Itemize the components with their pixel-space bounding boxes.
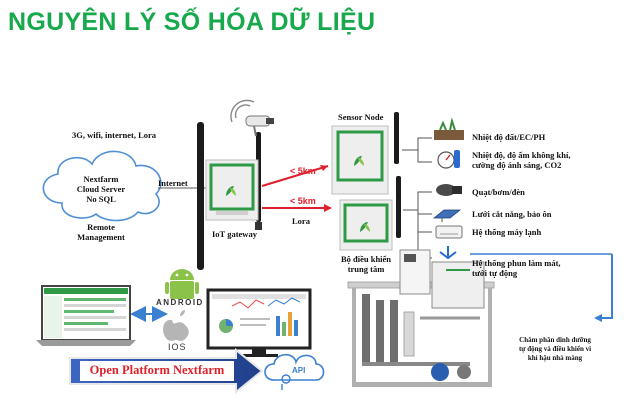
android-label: ANDROID: [156, 298, 204, 307]
shade-net-icon: [432, 209, 462, 222]
android-logo-icon: [165, 269, 199, 299]
shade-net-label: Lưới cắt nắng, bảo ôn: [472, 209, 552, 219]
remote-management-label: Remote Management: [62, 222, 140, 242]
air-sensor-icon: [437, 150, 460, 169]
central-controller-label: Bộ điều khiển trung tâm: [326, 254, 406, 274]
fertigation-machine-image: [347, 249, 495, 387]
soil-sensor-icon: [434, 117, 464, 140]
air-sensor-line-1: Nhiệt độ, độ ẩm không khí,: [472, 150, 571, 160]
ios-label: IOS: [168, 342, 187, 352]
controller-line-2: trung tâm: [347, 264, 385, 274]
misting-system-icon: [439, 246, 457, 260]
misting-line-2: tưới tự động: [472, 268, 518, 278]
fertigation-line-1: Châm phân dinh dưỡng: [519, 336, 591, 344]
sensor-node-label: Sensor Node: [338, 112, 384, 122]
cloud-icon: [42, 150, 162, 222]
open-platform-banner: [69, 347, 264, 395]
fan-pump-icon: [436, 184, 462, 196]
page-title: NGUYÊN LÝ SỐ HÓA DỮ LIỆU: [8, 8, 376, 36]
air-sensor-line-2: cường độ ánh sáng, CO2: [472, 160, 562, 170]
fertigation-line-3: khí hậu nhà màng: [527, 354, 583, 362]
air-conditioner-icon: [435, 225, 463, 239]
lora-label: Lora: [292, 216, 310, 226]
fertigation-line-2: tự động và điều khiển vi: [518, 345, 592, 353]
cloud-line-2: Cloud Server: [76, 184, 126, 194]
controller-line-1: Bộ điều khiển: [340, 254, 392, 264]
camera-icon: [230, 99, 274, 137]
connector-lines: [402, 137, 432, 259]
air-sensor-label: Nhiệt độ, độ ẩm không khí, cường độ ánh …: [472, 150, 571, 170]
fan-pump-label: Quạt/bơm/đèn: [472, 187, 525, 197]
open-platform-label: Open Platform Nextfarm: [89, 363, 225, 377]
analytics-monitor-image: [206, 288, 312, 357]
central-controller-device: [339, 176, 401, 251]
cloud-server-label: Nextfarm Cloud Server No SQL: [62, 174, 140, 204]
remote-line-1: Remote: [87, 222, 115, 232]
distance-label-top: < 5km: [290, 166, 316, 176]
distance-label-bottom: < 5km: [290, 196, 316, 206]
sensor-node-device: [331, 112, 399, 195]
feedback-arrow: [602, 254, 613, 319]
dashboard-laptop-image: [36, 285, 136, 346]
internet-label: Internet: [158, 178, 188, 188]
fertigation-label: Châm phân dinh dưỡng tự động và điều khi…: [500, 336, 610, 363]
cloud-line-1: Nextfarm: [83, 174, 119, 184]
api-label: API: [292, 366, 306, 375]
lora-link-arrows: [261, 165, 332, 212]
cloud-line-3: No SQL: [86, 194, 116, 204]
cooling-system-label: Hệ thống máy lạnh: [472, 227, 542, 237]
misting-system-label: Hệ thống phun làm mát, tưới tự động: [472, 258, 561, 278]
api-cloud-icon: [264, 353, 325, 390]
network-types-label: 3G, wifi, internet, Lora: [72, 130, 157, 140]
misting-line-1: Hệ thống phun làm mát,: [472, 258, 561, 268]
soil-sensor-label: Nhiệt độ đất/EC/PH: [472, 132, 546, 142]
apple-logo-icon: [163, 310, 189, 341]
iot-gateway-device: [205, 159, 259, 221]
remote-line-2: Management: [77, 232, 125, 242]
iot-gateway-label: IoT gateway: [212, 229, 257, 239]
